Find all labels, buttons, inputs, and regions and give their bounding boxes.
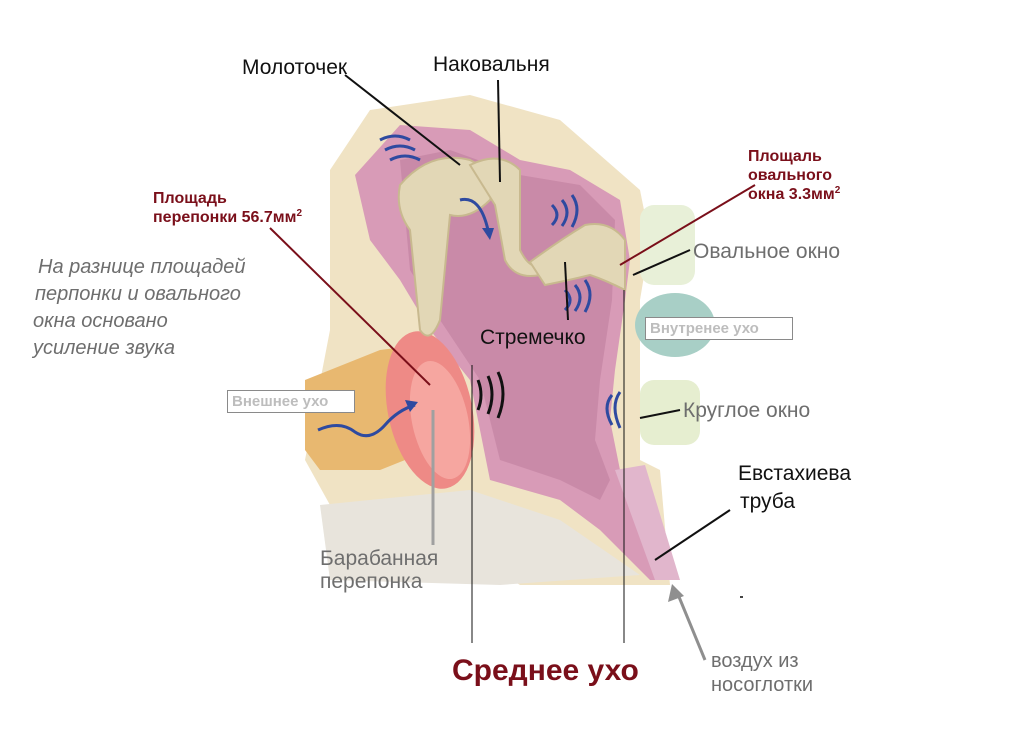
oval-area-line1: Площаль [748, 148, 822, 165]
oval-area-exponent: 2 [834, 185, 841, 196]
note-line2: перпонки и овального [35, 283, 241, 305]
label-middle-ear: Среднее ухо [452, 654, 639, 687]
stapes-pointer [564, 261, 569, 321]
eardrum-area-exponent: 2 [296, 208, 302, 219]
note-line3: окна основано [33, 310, 168, 332]
eardrum-area-line2: перепонки 56.7мм2 [153, 208, 302, 227]
label-oval-window: Овальное окно [693, 240, 841, 263]
sound-wave-arrow [317, 403, 416, 438]
dot-mark [740, 596, 743, 598]
label-air-2: носоглотки [711, 674, 814, 696]
oval-area-line2: овального [748, 167, 832, 184]
amplification-note: На разнице площадей перпонки и овального… [33, 254, 303, 362]
round-window-pointer [639, 409, 681, 419]
note-line1: На разнице площадей [38, 256, 246, 278]
oval-window-pointer [632, 249, 691, 276]
label-eustachian-2: труба [740, 490, 796, 513]
malleus-pointer [344, 74, 461, 166]
label-round-window: Круглое окно [683, 399, 811, 422]
eustachian-pointer [654, 509, 731, 561]
air-arrowhead [668, 584, 684, 602]
sound-wave-arrowhead [405, 400, 418, 412]
malleus-bone [397, 156, 494, 337]
label-eustachian-1: Евстахиева [738, 462, 851, 485]
oval-area-annotation: Площаль овального окна 3.3мм2 [748, 147, 840, 204]
label-eardrum-1: Барабанная [320, 547, 439, 570]
eardrum-highlight [409, 361, 471, 479]
oval-area-value: окна 3.3мм [748, 186, 835, 203]
cavity-inner [400, 150, 615, 500]
eustachian-tube [615, 465, 680, 580]
skull-base [320, 490, 640, 585]
note-line4: усиление звука [33, 337, 175, 359]
stapes-bone [528, 223, 626, 292]
oval-area-pointer [619, 184, 756, 266]
label-stapes: Стремечко [480, 326, 586, 349]
sound-bars [476, 371, 505, 419]
label-air-1: воздух из [711, 650, 799, 672]
oval-window-region [640, 205, 695, 285]
label-inner-ear: Внутренее ухо [645, 317, 793, 340]
oval-area-line3: окна 3.3мм2 [748, 185, 840, 204]
eardrum-area-annotation: Площадь перепонки 56.7мм2 [153, 189, 302, 227]
label-malleus: Молоточек [242, 56, 348, 79]
bone-motion-arrow [459, 197, 490, 231]
label-incus: Наковальня [433, 53, 550, 76]
air-arrow-shaft [675, 591, 707, 661]
label-eardrum-2: перепонка [320, 570, 423, 593]
label-outer-ear: Внешнее ухо [227, 390, 355, 413]
eardrum-area-pointer [269, 227, 431, 386]
bone-motion-arrowhead [482, 228, 494, 240]
incus-pointer [497, 79, 501, 183]
eardrum-area-line1: Площадь [153, 190, 227, 207]
eardrum-area-value: перепонки 56.7мм [153, 209, 297, 226]
